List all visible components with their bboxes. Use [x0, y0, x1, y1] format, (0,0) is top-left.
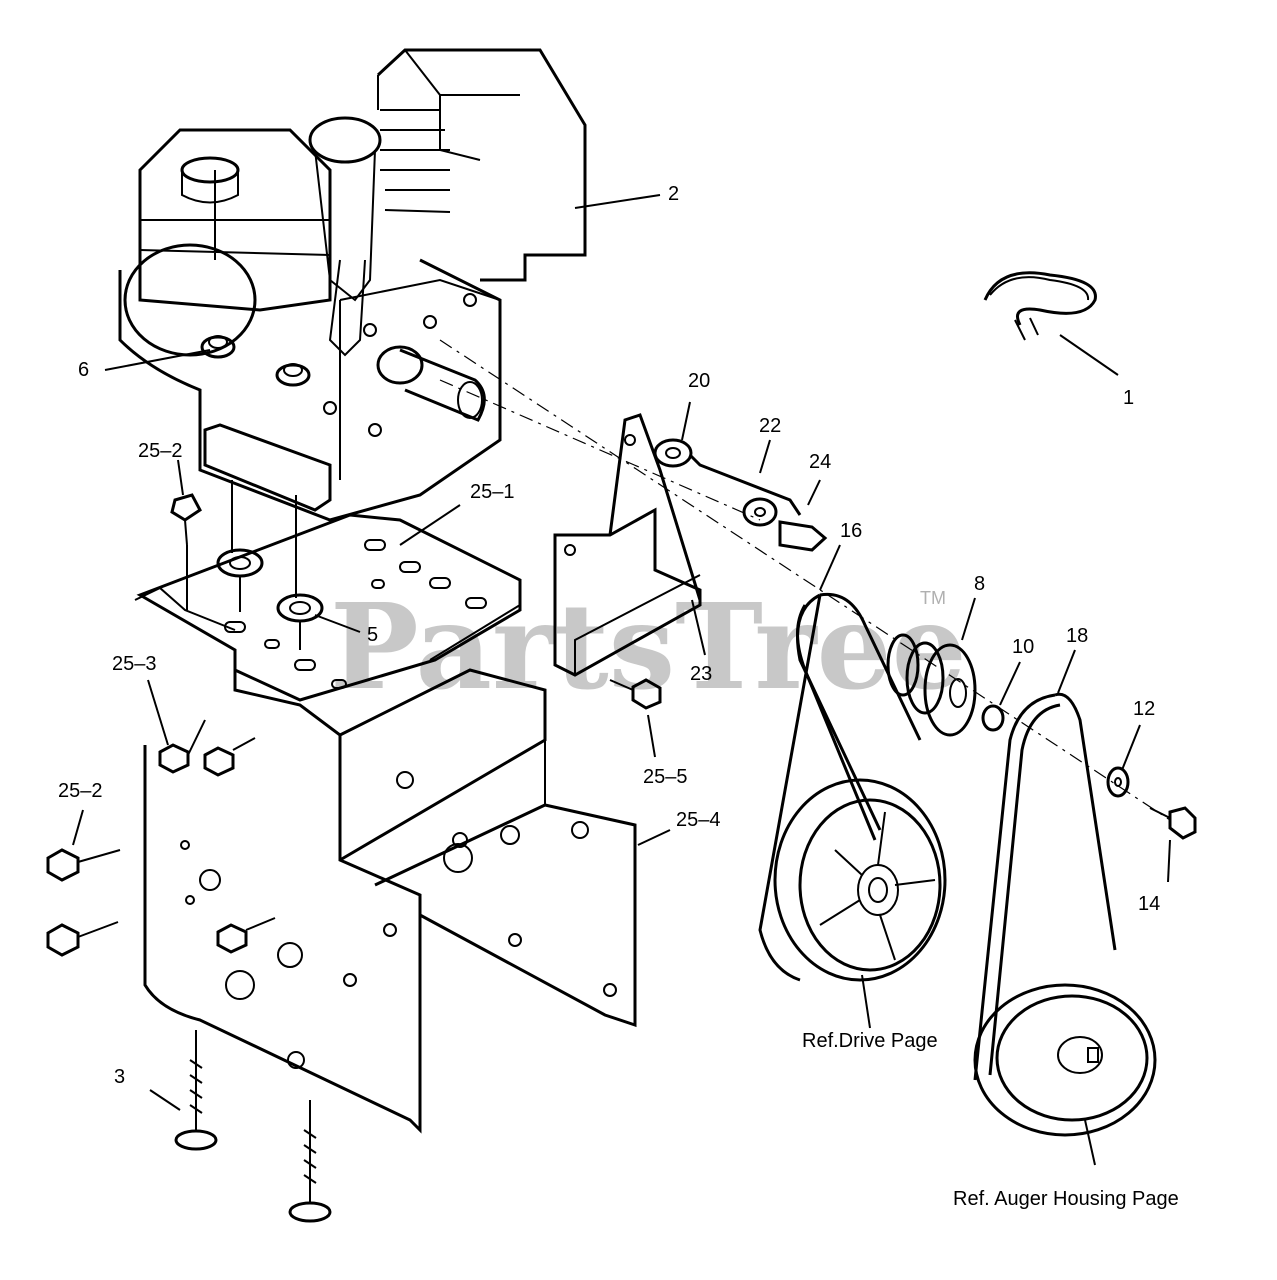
bolt-left-lower [46, 921, 119, 957]
callout-22: 22 [759, 415, 781, 437]
callout-20: 20 [688, 370, 710, 392]
callout-25-2-left: 25–2 [58, 780, 103, 802]
drive-belt [758, 592, 922, 982]
engine-pulley [886, 633, 977, 737]
drive-pulley [773, 778, 947, 982]
bolt-14 [1149, 806, 1197, 840]
callout-12: 12 [1133, 698, 1155, 720]
belt-keeper-rod [653, 438, 802, 516]
callout-2: 2 [668, 183, 679, 205]
bolt-25-5 [609, 678, 662, 710]
watermark-text: PartsTree [330, 577, 967, 716]
callout-25-1: 25–1 [470, 481, 515, 503]
bolt-25-3-a [158, 719, 206, 774]
callout-labels: 1 2 3 5 6 8 10 12 14 16 18 20 22 23 24 2… [58, 183, 1160, 1088]
carriage-bolt-1 [174, 1030, 218, 1151]
callout-16: 16 [840, 520, 862, 542]
carriage-bolt-2 [288, 1100, 332, 1223]
callout-8: 8 [974, 573, 985, 595]
hex-nut-right [275, 363, 311, 387]
wire-harness [983, 271, 1097, 341]
ref-auger-housing-page: Ref. Auger Housing Page [953, 1188, 1179, 1210]
frame-assembly [143, 668, 637, 1134]
engine-assembly [118, 48, 587, 522]
bolt-25-3-b [203, 737, 256, 777]
leader-lines [72, 194, 1171, 1166]
callout-5: 5 [367, 624, 378, 646]
washer-12 [1106, 766, 1130, 798]
callout-14: 14 [1138, 893, 1160, 915]
lock-washer-2 [276, 593, 324, 623]
mounting-plate [134, 513, 522, 702]
callout-25-5: 25–5 [643, 766, 688, 788]
auger-belt [973, 692, 1117, 1081]
auger-pulley [973, 983, 1157, 1137]
spacer [981, 704, 1005, 732]
callout-6: 6 [78, 359, 89, 381]
bolt-25-2-top [170, 493, 202, 610]
callout-25-2-top: 25–2 [138, 440, 183, 462]
centerline-2 [439, 379, 761, 521]
callout-25-4: 25–4 [676, 809, 721, 831]
callout-10: 10 [1012, 636, 1034, 658]
bolt-frame-center [216, 917, 276, 954]
assembly-centerline [439, 339, 1171, 821]
bolt-25-2-left-upper [46, 848, 121, 882]
ref-drive-page: Ref.Drive Page [802, 1030, 938, 1052]
callout-18: 18 [1066, 625, 1088, 647]
watermark-trademark: TM [920, 588, 946, 608]
callout-25-3: 25–3 [112, 653, 157, 675]
hex-nut-left [200, 335, 236, 359]
callout-3: 3 [114, 1066, 125, 1088]
washer-24-stack [742, 497, 828, 552]
callout-24: 24 [809, 451, 831, 473]
callout-23: 23 [690, 663, 712, 685]
callout-1: 1 [1123, 387, 1134, 409]
